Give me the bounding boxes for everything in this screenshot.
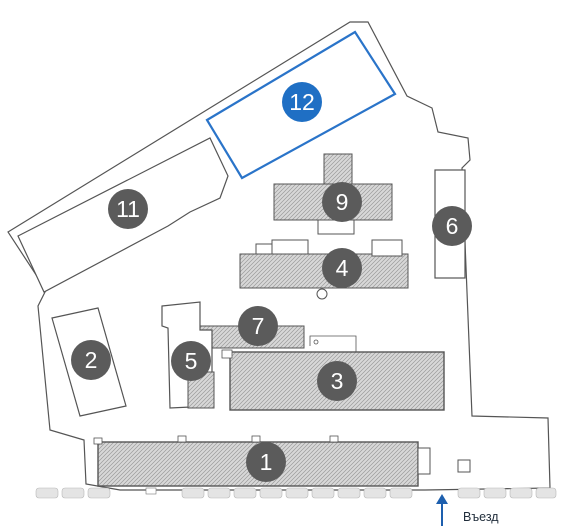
entrance: Въезд <box>436 494 499 526</box>
marker-7-label: 7 <box>252 313 265 339</box>
marker-1[interactable]: 1 <box>246 442 286 482</box>
building-4 <box>239 239 409 300</box>
marker-6-circle <box>432 206 472 246</box>
marker-3-circle <box>317 361 357 401</box>
marker-5[interactable]: 5 <box>171 341 211 381</box>
marker-4[interactable]: 4 <box>322 248 362 288</box>
marker-1-circle <box>246 442 286 482</box>
marker-1-label: 1 <box>260 449 273 475</box>
marker-7-circle <box>238 306 278 346</box>
marker-6[interactable]: 6 <box>432 206 472 246</box>
entrance-label: Въезд <box>463 510 499 524</box>
marker-3-label: 3 <box>331 368 344 394</box>
marker-11-label: 11 <box>116 196 140 222</box>
marker-3[interactable]: 3 <box>317 361 357 401</box>
marker-9-label: 9 <box>336 189 349 215</box>
marker-9[interactable]: 9 <box>322 182 362 222</box>
marker-9-circle <box>322 182 362 222</box>
marker-12-label: 12 <box>289 89 315 115</box>
marker-2-circle <box>71 340 111 380</box>
marker-5-circle <box>171 341 211 381</box>
marker-4-label: 4 <box>336 255 349 281</box>
parked-cars <box>35 487 557 499</box>
building-markers: 12 11 9 6 4 7 2 5 <box>71 82 472 482</box>
marker-4-circle <box>322 248 362 288</box>
marker-7[interactable]: 7 <box>238 306 278 346</box>
marker-12[interactable]: 12 <box>282 82 322 122</box>
arrow-up-icon <box>436 494 448 526</box>
marker-2-label: 2 <box>85 347 98 373</box>
marker-11-circle <box>108 189 148 229</box>
marker-12-circle <box>282 82 322 122</box>
marker-5-label: 5 <box>185 348 198 374</box>
marker-11[interactable]: 11 <box>108 189 148 229</box>
marker-2[interactable]: 2 <box>71 340 111 380</box>
marker-6-label: 6 <box>446 213 459 239</box>
